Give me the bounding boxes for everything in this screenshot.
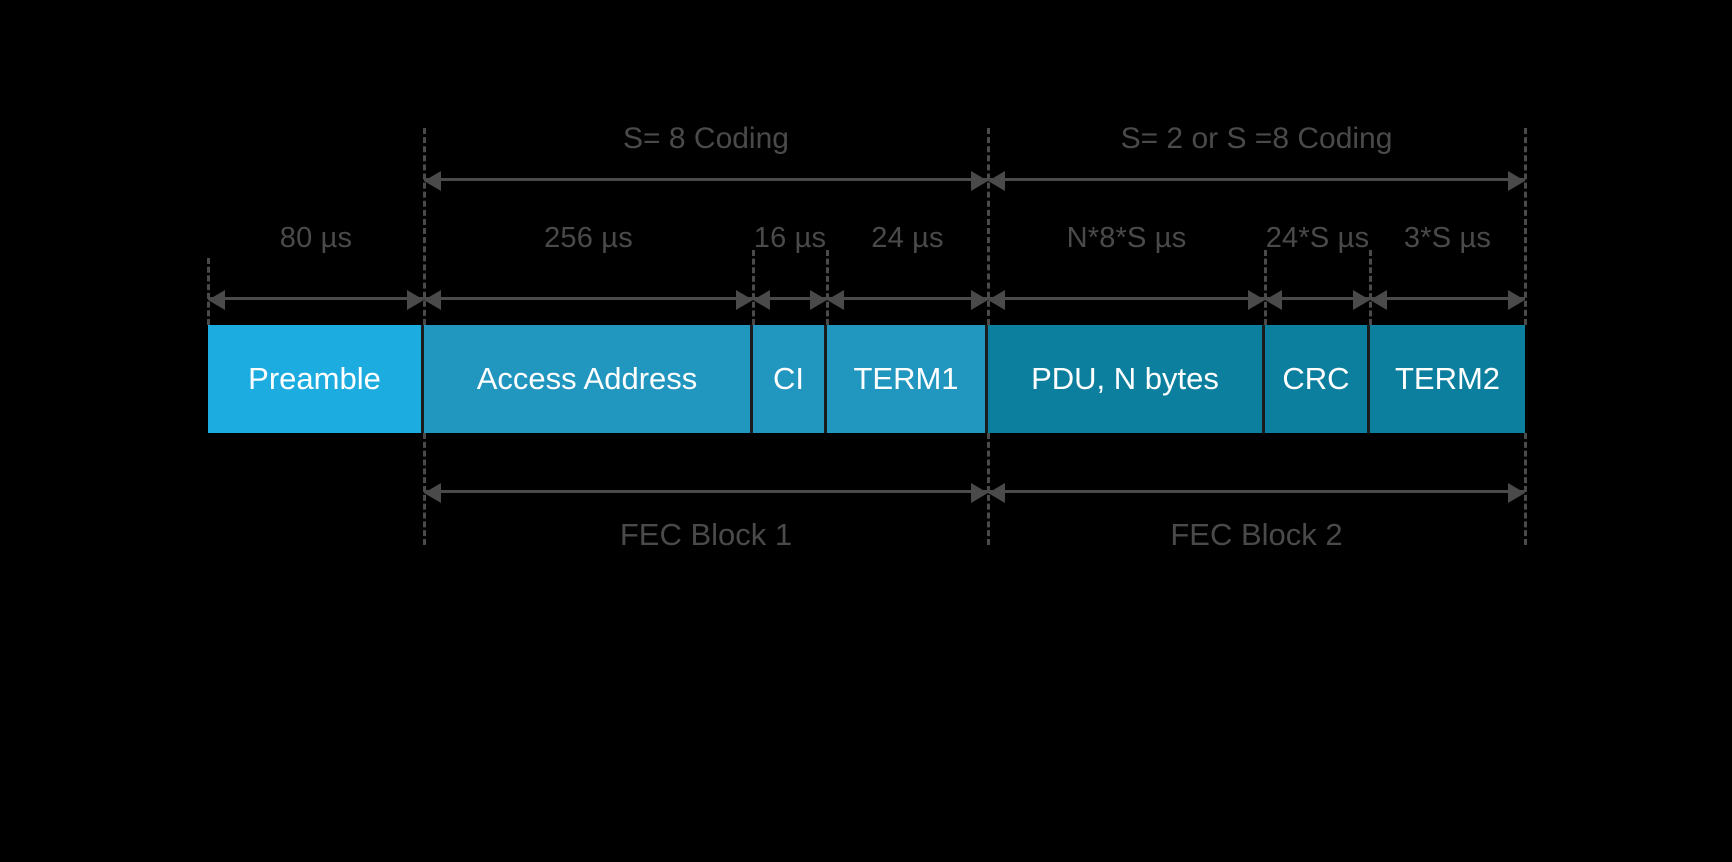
packet-field-label: PDU, N bytes <box>1031 361 1219 396</box>
coding-span-label: S= 8 Coding <box>623 122 789 155</box>
fec-block-0-arrow <box>424 483 988 503</box>
guide-line <box>751 250 755 325</box>
duration-2-arrowhead-right <box>810 290 827 310</box>
fec-block-0-arrowhead-right <box>971 483 988 503</box>
duration-label: N*8*S µs <box>1066 222 1187 254</box>
duration-label: 256 µs <box>544 222 633 254</box>
packet-field-label: Preamble <box>248 361 381 396</box>
duration-1-arrowhead-left <box>424 290 441 310</box>
coding-span-0-arrowhead-left <box>424 171 441 191</box>
duration-4-arrowhead-right <box>1248 290 1265 310</box>
fec-block-1-arrow <box>988 483 1525 503</box>
duration-3-arrowhead-left <box>827 290 844 310</box>
duration-0-arrowhead-right <box>407 290 424 310</box>
guide-line <box>422 128 426 325</box>
guide-line <box>986 128 990 325</box>
duration-1-arrowhead-right <box>736 290 753 310</box>
duration-1-arrow <box>424 290 753 310</box>
packet-format-bar: Preamble Access Address CI TERM1 PDU, N byte… <box>208 325 1525 433</box>
coding-span-0-arrow <box>424 171 988 191</box>
coding-span-1-arrowhead-left <box>988 171 1005 191</box>
duration-6-arrowhead-right <box>1508 290 1525 310</box>
packet-field-pdu-n-bytes: PDU, N bytes <box>988 325 1265 433</box>
duration-2-arrow <box>753 290 827 310</box>
fec-block-label: FEC Block 2 <box>1170 517 1343 552</box>
packet-field-label: Access Address <box>476 361 698 396</box>
duration-label: 24*S µs <box>1265 222 1370 254</box>
fec-block-1-arrowhead-left <box>988 483 1005 503</box>
guide-line <box>825 250 829 325</box>
duration-6-arrowhead-left <box>1370 290 1387 310</box>
packet-field-label: CRC <box>1282 361 1350 396</box>
duration-0-arrowhead-left <box>208 290 225 310</box>
duration-5-arrowhead-left <box>1265 290 1282 310</box>
coding-span-1-arrow <box>988 171 1525 191</box>
packet-field-ci: CI <box>753 325 827 433</box>
packet-field-label: TERM1 <box>853 361 959 396</box>
duration-6-arrow <box>1370 290 1525 310</box>
duration-3-arrowhead-right <box>971 290 988 310</box>
duration-4-arrowhead-left <box>988 290 1005 310</box>
guide-line <box>1523 433 1527 545</box>
guide-line <box>1523 128 1527 325</box>
guide-line <box>1263 250 1267 325</box>
packet-field-preamble: Preamble <box>208 325 424 433</box>
fec-block-0-arrowhead-left <box>424 483 441 503</box>
packet-field-term2: TERM2 <box>1370 325 1525 433</box>
duration-0-arrow <box>208 290 424 310</box>
packet-field-term1: TERM1 <box>827 325 988 433</box>
duration-5-arrowhead-right <box>1353 290 1370 310</box>
duration-4-arrow <box>988 290 1265 310</box>
coding-span-label: S= 2 or S =8 Coding <box>1120 122 1393 155</box>
coding-span-0-arrowhead-right <box>971 171 988 191</box>
packet-field-label: TERM2 <box>1394 361 1501 396</box>
packet-field-crc: CRC <box>1265 325 1370 433</box>
guide-line <box>1368 250 1372 325</box>
duration-label: 24 µs <box>871 222 944 254</box>
packet-field-access-address: Access Address <box>424 325 753 433</box>
duration-label: 80 µs <box>279 222 353 254</box>
duration-5-arrow <box>1265 290 1370 310</box>
coding-span-1-arrowhead-right <box>1508 171 1525 191</box>
duration-label: 16 µs <box>753 222 827 254</box>
duration-2-arrowhead-left <box>753 290 770 310</box>
duration-3-arrow <box>827 290 988 310</box>
duration-label: 3*S µs <box>1403 222 1492 254</box>
fec-block-1-arrowhead-right <box>1508 483 1525 503</box>
packet-field-label: CI <box>773 361 804 396</box>
fec-block-label: FEC Block 1 <box>619 517 793 552</box>
